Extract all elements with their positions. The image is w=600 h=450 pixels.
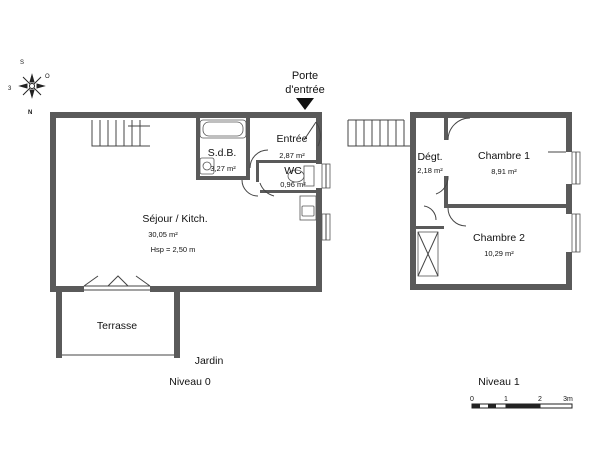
entrance-label-line1: Porte <box>292 70 318 82</box>
compass-letter-e: O <box>45 74 50 80</box>
terrace-door <box>83 275 151 291</box>
scale-bar: 0 1 2 3m <box>470 396 573 409</box>
room-sdb-name: S.d.B. <box>208 147 237 159</box>
room-chambre2-area: 10,29 m² <box>484 249 514 258</box>
room-wc-area: 0,96 m² <box>280 180 306 189</box>
staircase-level0 <box>91 120 150 147</box>
level0-walls <box>50 112 322 358</box>
room-entree-area: 2,87 m² <box>279 151 305 160</box>
room-sejour-area: 30,05 m² <box>148 230 178 239</box>
entrance-label-line2: d'entrée <box>285 84 324 96</box>
toilet <box>287 165 315 187</box>
room-terrasse-name: Terrasse <box>97 320 137 332</box>
compass-star-icon <box>18 73 46 99</box>
room-sejour-name: Séjour / Kitch. <box>142 213 207 225</box>
room-sejour-height: Hsp = 2,50 m <box>151 245 196 254</box>
room-entree-name: Entrée <box>277 133 308 145</box>
room-chambre2-name: Chambre 2 <box>473 232 525 244</box>
compass-letter-w: 3 <box>8 86 12 92</box>
closet <box>417 231 439 277</box>
scale-label-2: 2 <box>538 396 542 403</box>
compass-letter-n: N <box>28 110 32 116</box>
entrance-arrow-icon <box>296 98 314 110</box>
level1-fixtures <box>347 117 581 277</box>
compass-letter-s: S <box>20 60 24 66</box>
garden-label: Jardin <box>195 355 224 367</box>
level1-walls <box>410 112 572 290</box>
room-chambre1-area: 8,91 m² <box>491 167 517 176</box>
level0-title: Niveau 0 <box>169 376 211 388</box>
scale-label-1: 1 <box>504 396 508 403</box>
scale-label-3: 3m <box>563 396 573 403</box>
room-degt-area: 2,18 m² <box>417 166 443 175</box>
level1-title: Niveau 1 <box>478 376 520 388</box>
level0-fixtures <box>62 119 331 356</box>
compass-rose: S O 3 N <box>8 60 50 116</box>
staircase-level1 <box>347 119 410 147</box>
room-sdb-area: 3,27 m² <box>210 164 236 173</box>
scale-label-0: 0 <box>470 396 474 403</box>
room-wc-name: WC <box>284 165 302 177</box>
room-chambre1-name: Chambre 1 <box>478 150 530 162</box>
room-degt-name: Dégt. <box>417 151 442 163</box>
entrance-indicator: Porte d'entrée <box>285 70 325 110</box>
entrance-door <box>303 121 321 147</box>
